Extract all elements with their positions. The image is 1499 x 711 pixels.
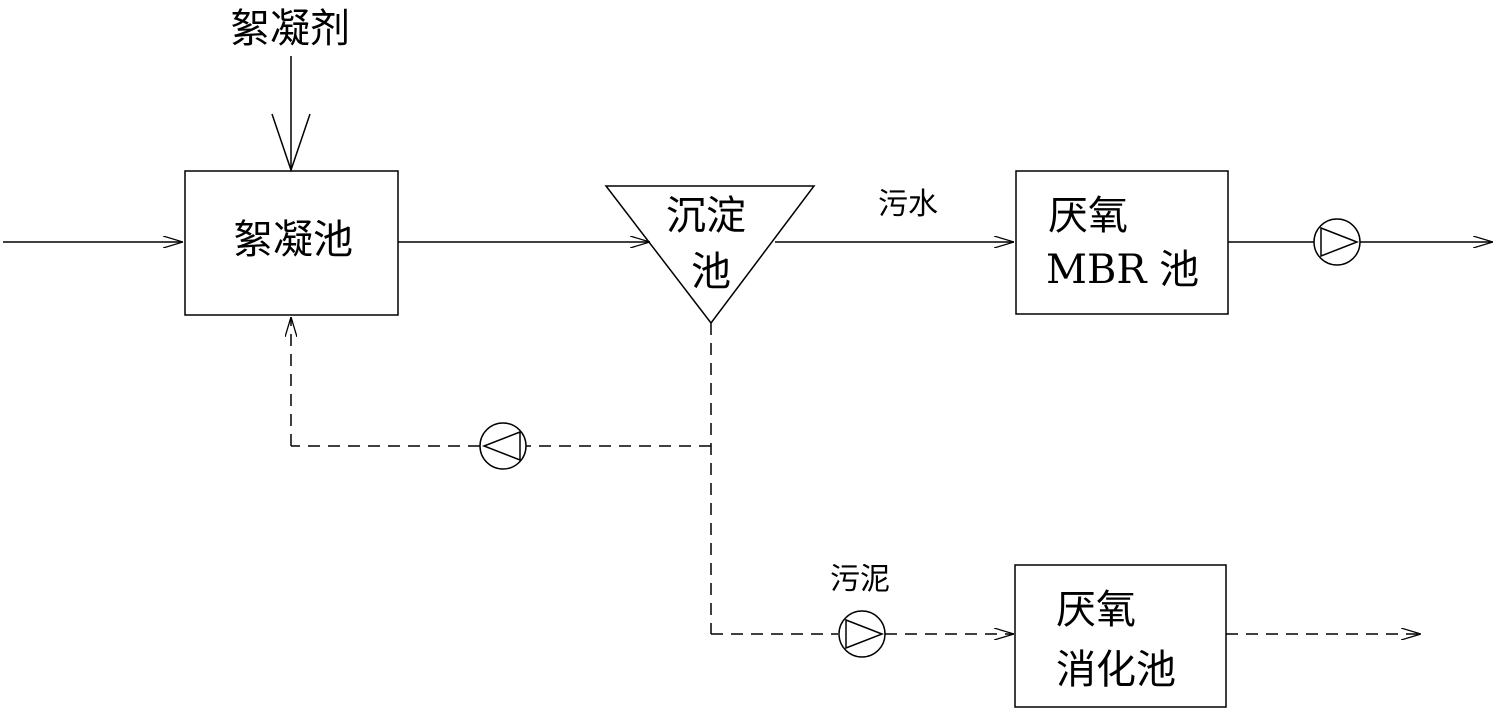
sludge-return-pump: [479, 422, 527, 470]
sludge-transfer-pump-triangle: [845, 618, 885, 650]
sludge-return-pump-triangle: [481, 430, 521, 462]
sedimentation-tank-triangle: [604, 185, 816, 325]
anaerobic-mbr-label-line1: 厌氧: [1048, 193, 1128, 239]
mbr-effluent-pump-triangle: [1320, 226, 1360, 258]
flocculation-tank-label: 絮凝池: [233, 217, 353, 263]
flocculant-feed-arrowhead: [271, 113, 311, 173]
sedimentation-label-line1: 沉淀: [666, 193, 746, 239]
flocculation-tank-box: [184, 170, 399, 316]
sludge-label: 污泥: [830, 562, 890, 597]
sedimentation-label-line2: 池: [691, 249, 731, 295]
sludge-transfer-pump: [838, 610, 886, 658]
anaerobic-mbr-label-line2: MBR 池: [1046, 247, 1200, 293]
anaerobic-digester-label-line2: 消化池: [1056, 647, 1176, 693]
flocculant-label: 絮凝剂: [230, 6, 350, 52]
sewage-label: 污水: [878, 187, 938, 222]
anaerobic-digester-label-line1: 厌氧: [1056, 587, 1136, 633]
anaerobic-digester-box: [1014, 564, 1227, 708]
